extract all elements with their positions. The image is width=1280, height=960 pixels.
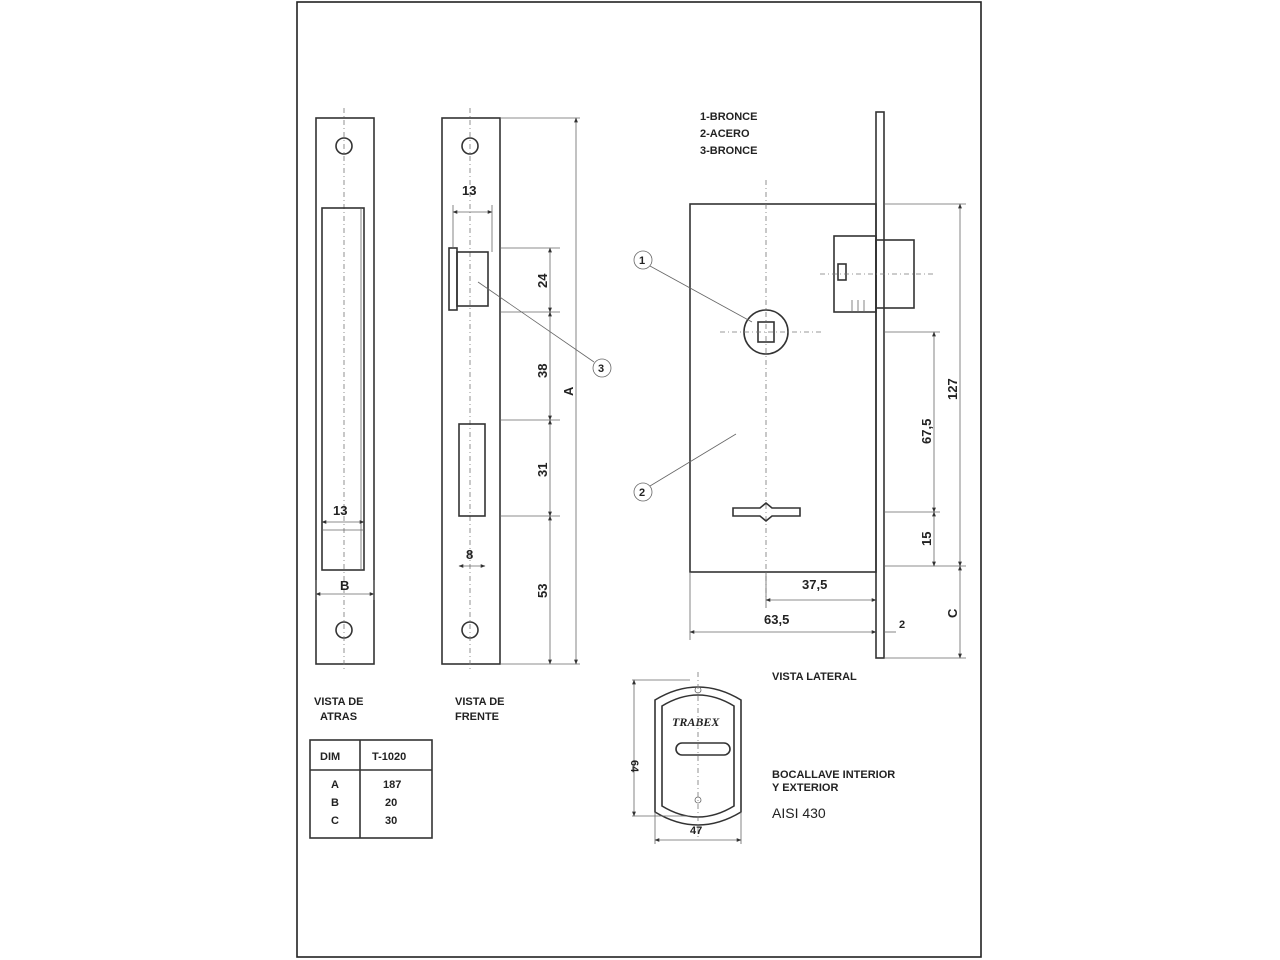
material-3: 3-BRONCE bbox=[700, 145, 757, 157]
table-cell-a-value: 187 bbox=[383, 779, 401, 791]
dimension-table: DIM T-1020 A 187 B 20 C 30 bbox=[309, 739, 433, 839]
table-cell-b-value: 20 bbox=[385, 797, 397, 809]
side-dim-635-label: 63,5 bbox=[764, 612, 789, 627]
back-width-b-label: B bbox=[340, 578, 349, 593]
material-1: 1-BRONCE bbox=[700, 111, 757, 123]
front-view-label-line2: FRENTE bbox=[455, 711, 499, 723]
callout-2: 2 bbox=[639, 487, 645, 499]
plate-dim-64-label: 64 bbox=[628, 760, 640, 773]
plate-brand: TRABEX bbox=[672, 715, 720, 729]
front-dim-38-label: 38 bbox=[535, 364, 550, 378]
table-header-model: T-1020 bbox=[372, 751, 406, 763]
drawing-frame bbox=[296, 1, 982, 958]
side-dim-675-label: 67,5 bbox=[919, 419, 934, 444]
side-view-label: VISTA LATERAL bbox=[772, 671, 857, 683]
back-view: 13 B bbox=[315, 108, 375, 672]
plate-dim-47-label: 47 bbox=[690, 825, 702, 837]
side-dim-375-label: 37,5 bbox=[802, 577, 827, 592]
table-cell-c-value: 30 bbox=[385, 815, 397, 827]
back-view-label-line1: VISTA DE bbox=[314, 696, 364, 708]
callout-3: 3 bbox=[598, 363, 604, 375]
plate-title-line1: BOCALLAVE INTERIOR bbox=[772, 769, 895, 781]
callout-1: 1 bbox=[639, 255, 645, 267]
table-cell-b-key: B bbox=[331, 797, 339, 809]
table-header-dim: DIM bbox=[320, 751, 340, 763]
side-dim-127-label: 127 bbox=[945, 378, 960, 400]
materials-list: 1-BRONCE 2-ACERO 3-BRONCE bbox=[700, 111, 757, 157]
front-bottom-width-label: 8 bbox=[466, 547, 473, 562]
front-dim-31-label: 31 bbox=[535, 463, 550, 477]
table-cell-a-key: A bbox=[331, 779, 339, 791]
front-dim-53-label: 53 bbox=[535, 584, 550, 598]
back-view-label-line2: ATRAS bbox=[320, 711, 357, 723]
back-slot-width-label: 13 bbox=[333, 503, 347, 518]
side-view: 1 2 67,5 15 127 C 37,5 63,5 2 VISTA LATE… bbox=[633, 111, 966, 683]
table-cell-c-key: C bbox=[331, 815, 339, 827]
key-escutcheon-plate: TRABEX 64 47 BOCALLAVE INTERIOR Y EXTERI… bbox=[628, 672, 895, 844]
front-dim-24-label: 24 bbox=[535, 273, 550, 288]
front-top-width-label: 13 bbox=[462, 183, 476, 198]
plate-material-label: AISI 430 bbox=[772, 805, 826, 821]
front-view-label-line1: VISTA DE bbox=[455, 696, 505, 708]
plate-title-line2: Y EXTERIOR bbox=[772, 782, 838, 794]
side-dim-2-label: 2 bbox=[899, 619, 905, 631]
front-dim-a-label: A bbox=[561, 386, 576, 396]
material-2: 2-ACERO bbox=[700, 128, 750, 140]
side-dim-c-label: C bbox=[945, 608, 960, 618]
front-view: 13 8 24 38 31 53 A 3 bbox=[441, 108, 612, 672]
side-dim-15-label: 15 bbox=[919, 532, 934, 546]
